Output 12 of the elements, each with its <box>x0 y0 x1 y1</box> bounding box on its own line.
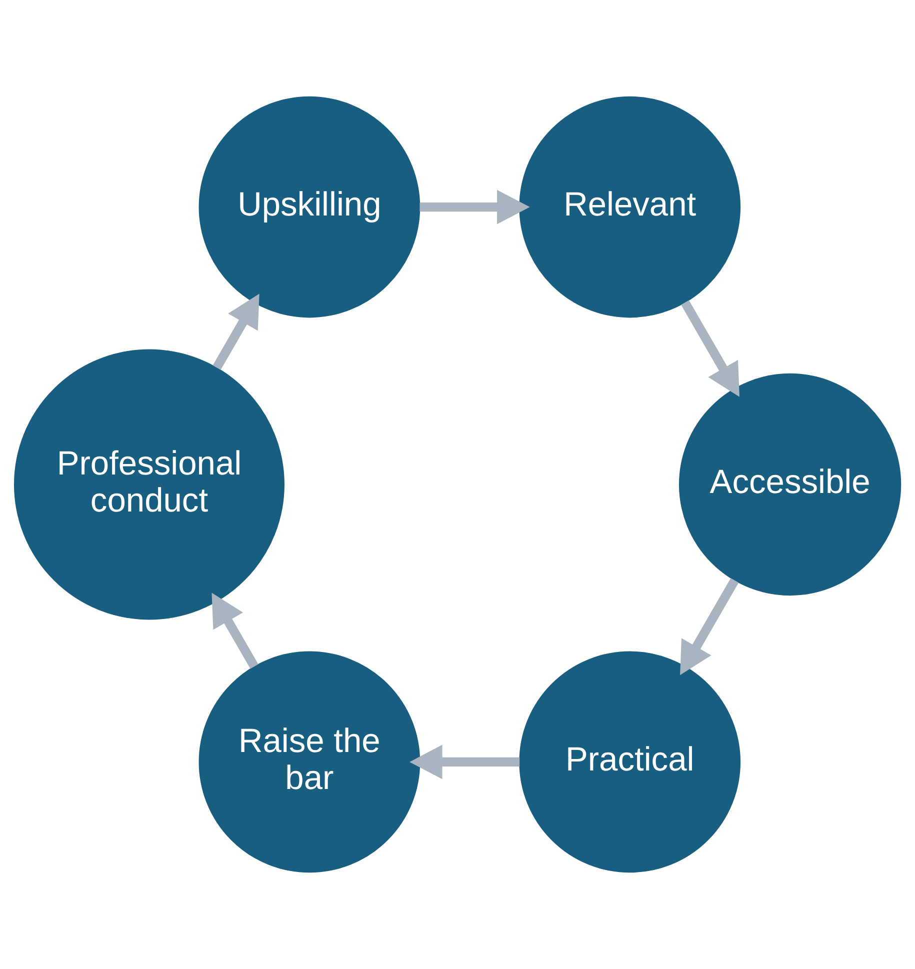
arrow <box>680 578 739 676</box>
arrow <box>212 592 258 669</box>
arrow <box>410 744 520 780</box>
node-circle: Accessible <box>678 373 902 596</box>
node-circle: Relevant <box>519 96 741 318</box>
arrow <box>212 294 260 370</box>
node-circle: Practical <box>519 651 741 873</box>
node-circle: Raise the bar <box>198 651 420 873</box>
node-circle: Upskilling <box>198 96 420 318</box>
arrow <box>681 300 740 397</box>
node-circle: Professional conduct <box>14 349 284 620</box>
arrow <box>420 190 530 224</box>
